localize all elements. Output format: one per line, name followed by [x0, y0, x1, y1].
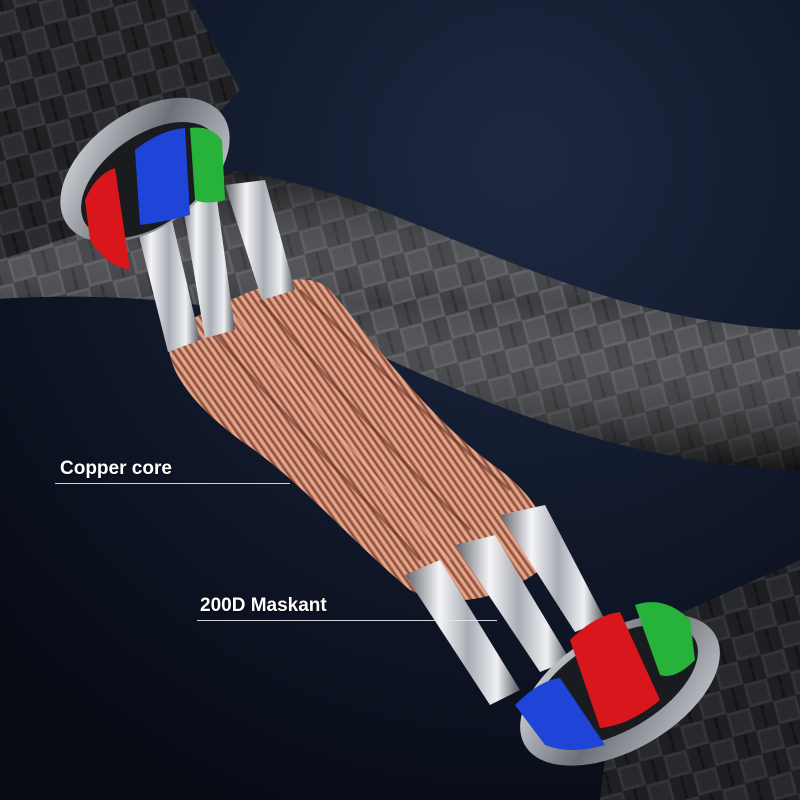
green-wire-bottom [635, 602, 695, 676]
blue-wire-bottom [515, 678, 605, 750]
callout-copper-core-line [55, 483, 290, 484]
blue-wire-top [135, 128, 190, 225]
callout-maskant-label: 200D Maskant [200, 595, 327, 616]
shield-conductors-bottom [405, 505, 605, 705]
callout-copper-core-label: Copper core [60, 458, 172, 479]
connector-ring-top [60, 97, 230, 270]
callout-maskant-line [197, 620, 497, 621]
connector-ring-bottom [515, 602, 720, 766]
red-wire-top [85, 168, 130, 270]
green-wire-top [190, 127, 225, 203]
copper-core [168, 279, 548, 601]
red-wire-bottom [570, 612, 660, 728]
